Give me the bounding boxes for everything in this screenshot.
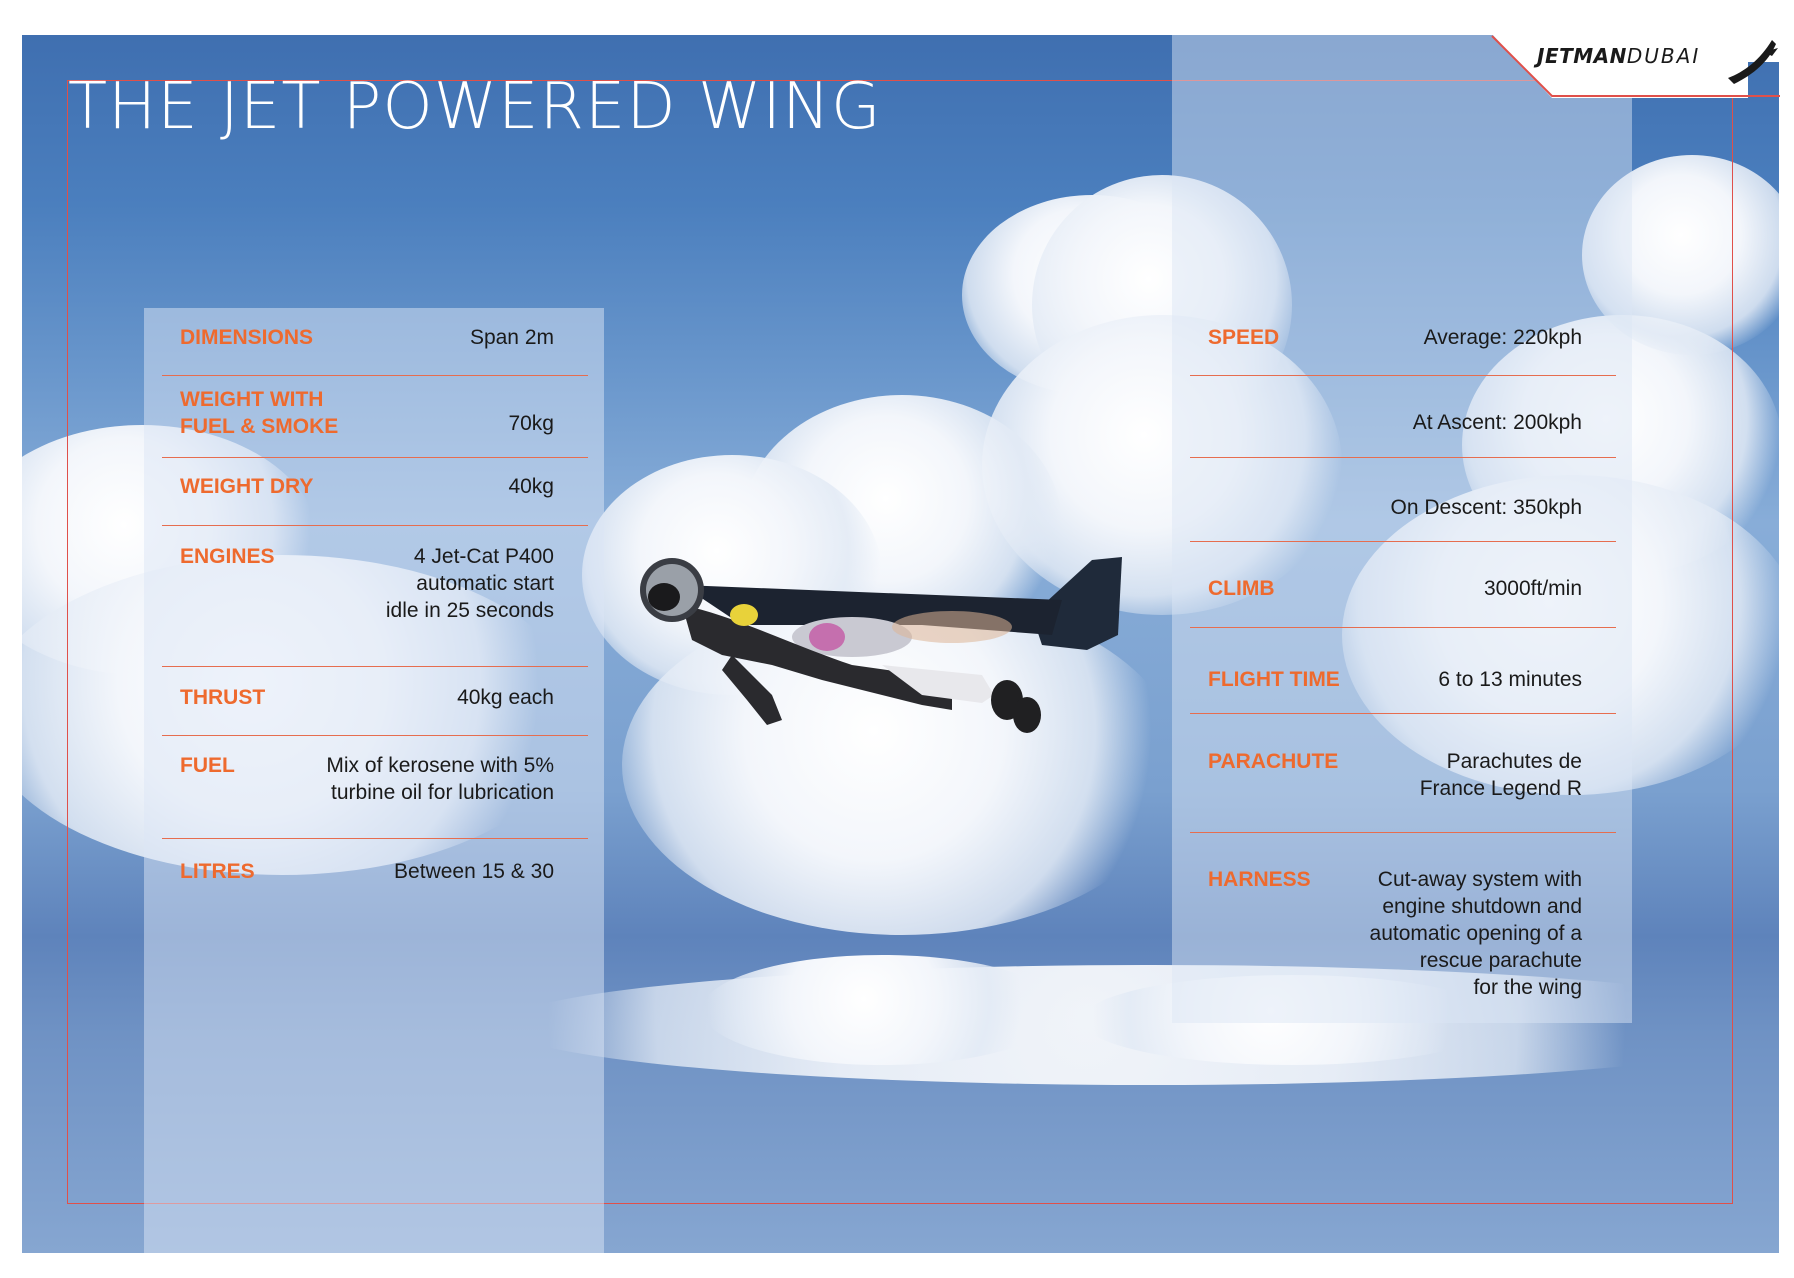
spec-value: Mix of kerosene with 5% turbine oil for … (326, 754, 554, 804)
cloud (1582, 155, 1779, 355)
spec-label: PARACHUTE (1208, 750, 1339, 773)
spec-label: CLIMB (1208, 577, 1275, 600)
spec-label: FLIGHT TIME (1208, 668, 1340, 691)
jetman-dubai-logo: JETMANDUBAI (1537, 44, 1700, 68)
spec-value: 3000ft/min (1483, 577, 1582, 600)
spec-value: 4 Jet-Cat P400 automatic start idle in 2… (385, 545, 554, 622)
spec-value: 70kg (508, 412, 554, 435)
logo-part-dubai: DUBAI (1626, 44, 1701, 68)
logo-tab (1490, 0, 1780, 98)
spec-label: FUEL (180, 754, 235, 777)
cloud (702, 955, 1062, 1065)
wing-swoosh-icon (1728, 40, 1778, 84)
spec-value: Average: 220kph (1423, 326, 1582, 349)
spec-value: Span 2m (469, 326, 554, 349)
spec-value: Parachutes de France Legend R (1419, 750, 1582, 800)
spec-label: SPEED (1208, 326, 1280, 349)
spec-value: 40kg each (457, 686, 554, 709)
spec-value: Between 15 & 30 (394, 860, 554, 883)
cloud (1342, 475, 1779, 795)
divider (162, 735, 588, 736)
divider (162, 457, 588, 458)
divider (162, 375, 588, 376)
page-title: THE JET POWERED WING (68, 70, 882, 144)
spec-value: Cut-away system with engine shutdown and… (1369, 868, 1582, 999)
divider (1190, 541, 1616, 542)
spec-label: THRUST (180, 686, 266, 709)
spec-value: On Descent: 350kph (1390, 496, 1582, 519)
divider (1190, 375, 1616, 376)
divider (162, 525, 588, 526)
spec-label: DIMENSIONS (180, 326, 314, 349)
spec-label: HARNESS (1208, 868, 1311, 891)
divider (1190, 713, 1616, 714)
cloud (622, 595, 1182, 935)
spec-value: 40kg (508, 475, 554, 498)
left-spec-panel: DIMENSIONS Span 2m WEIGHT WITH FUEL & SM… (144, 308, 604, 1253)
divider (1190, 832, 1616, 833)
spec-label: LITRES (180, 860, 255, 883)
divider (162, 666, 588, 667)
right-spec-panel: SPEED Average: 220kph At Ascent: 200kph … (1172, 35, 1632, 1023)
cloud (1082, 975, 1502, 1065)
spec-label: WEIGHT WITH FUEL & SMOKE (180, 388, 339, 438)
spec-value: At Ascent: 200kph (1412, 411, 1582, 434)
poster-background: THE JET POWERED WING DIMENSIONS Span 2m … (22, 35, 1779, 1253)
jetman-figure (640, 557, 1122, 733)
logo-part-jetman: JETMAN (1537, 44, 1627, 68)
spec-value: 6 to 13 minutes (1438, 668, 1582, 691)
divider (1190, 627, 1616, 628)
divider (1190, 457, 1616, 458)
divider (162, 838, 588, 839)
spec-label: ENGINES (180, 545, 275, 568)
spec-label: WEIGHT DRY (180, 475, 314, 498)
